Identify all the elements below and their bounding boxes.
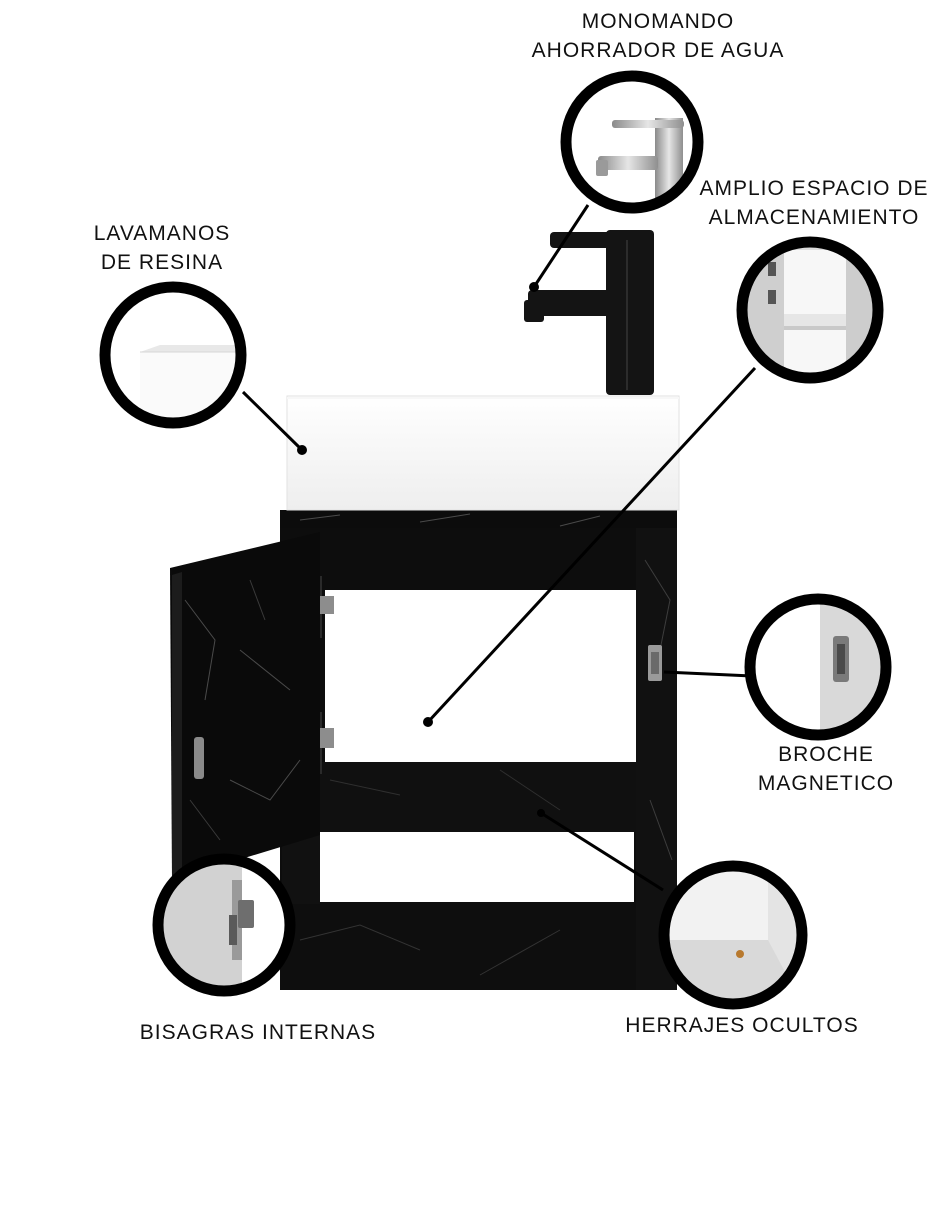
magnet-detail-icon: [744, 593, 892, 741]
sink-label-line1: LAVAMANOS: [93, 222, 231, 245]
cabinet-door: [170, 532, 320, 880]
magnet-label-line1: BROCHE: [778, 743, 874, 766]
sink-detail-icon: [99, 281, 247, 429]
storage-label: AMPLIO ESPACIO DE ALMACENAMIENTO: [696, 174, 932, 232]
storage-pointer-dot: [423, 717, 433, 727]
hinge-detail-icon: [152, 853, 296, 997]
hinges-label: BISAGRAS INTERNAS: [139, 1021, 377, 1044]
magnet-label-line2: MAGNETICO: [757, 772, 895, 795]
sink-label: LAVAMANOS DE RESINA: [80, 219, 244, 277]
cabinet: [280, 510, 677, 990]
faucet-label: MONOMANDO AHORRADOR DE AGUA: [520, 7, 796, 65]
resin-basin: [286, 395, 680, 511]
hardware-pointer-dot: [537, 809, 545, 817]
sink-pointer-dot: [297, 445, 307, 455]
storage-label-line2: ALMACENAMIENTO: [708, 206, 920, 229]
storage-label-line1: AMPLIO ESPACIO DE: [699, 177, 929, 200]
faucet-detail-icon: [560, 70, 704, 214]
hardware-detail-icon: [658, 860, 808, 1010]
black-faucet: [524, 230, 654, 395]
hardware-label: HERRAJES OCULTOS: [625, 1014, 859, 1037]
leader-lines: [241, 204, 757, 892]
faucet-pointer-dot: [529, 282, 539, 292]
magnet-label: BROCHE MAGNETICO: [744, 740, 908, 798]
sink-label-line2: DE RESINA: [100, 251, 224, 274]
faucet-label-line2: AHORRADOR DE AGUA: [531, 39, 785, 62]
storage-detail-icon: [736, 236, 884, 384]
faucet-label-line1: MONOMANDO: [581, 10, 735, 33]
